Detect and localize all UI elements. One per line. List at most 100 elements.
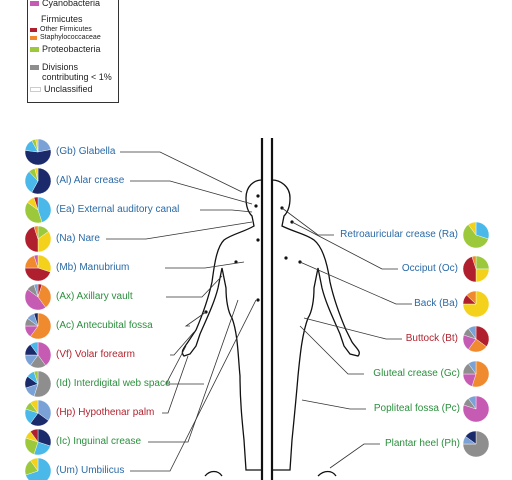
- pie-slice: [24, 202, 43, 224]
- leader-line: [329, 443, 380, 469]
- site-label-left: (Vf) Volar forearm: [56, 349, 135, 360]
- leader-line: [148, 299, 239, 443]
- proteobacteria-swatch: [30, 47, 39, 52]
- pie-slice: [475, 221, 490, 240]
- site-label-left: (Id) Interdigital web space: [56, 378, 171, 389]
- pie-slice: [30, 399, 39, 414]
- site-label-right: Gluteal crease (Gc): [373, 368, 460, 379]
- pie-slice: [34, 167, 39, 182]
- other-firmicutes-swatch: [30, 27, 37, 32]
- legend-label: Divisions contributing < 1%: [42, 62, 112, 82]
- pie-slice: [37, 231, 52, 253]
- legend-divisions: Divisions contributing < 1%: [30, 62, 112, 82]
- pie-slice: [37, 341, 52, 366]
- front-body-outline: [181, 179, 263, 471]
- foot-left: [204, 470, 223, 477]
- leader-line: [281, 207, 334, 236]
- site-label-right: Plantar heel (Ph): [384, 438, 460, 449]
- site-label-left: (Ac) Antecubital fossa: [56, 320, 153, 331]
- pie-slice: [24, 149, 52, 166]
- divisions-line1: Divisions: [42, 62, 79, 72]
- cyanobacteria-swatch: [30, 1, 39, 6]
- leader-line: [200, 209, 253, 213]
- legend-proteobacteria: Proteobacteria: [30, 44, 101, 54]
- pie-slice: [31, 167, 52, 195]
- pie-slice: [468, 360, 477, 375]
- site-label-left: (Ic) Inguinal crease: [56, 436, 142, 447]
- leader-line: [299, 261, 412, 305]
- legend-unclassified: Unclassified: [30, 84, 93, 94]
- pie-slice: [475, 268, 490, 283]
- pie-slice: [33, 196, 39, 211]
- pie-slice: [24, 226, 39, 253]
- site-label-right: Popliteal fossa (Pc): [373, 403, 460, 414]
- site-label-right: Buttock (Bt): [405, 333, 458, 344]
- pie-slice: [471, 255, 477, 270]
- pie-slice: [37, 254, 52, 273]
- pie-slice: [35, 138, 39, 153]
- site-label-left: (Ax) Axillary vault: [56, 291, 133, 302]
- leader-line: [170, 331, 195, 356]
- pie-slice: [30, 341, 39, 356]
- leader-line: [184, 311, 207, 327]
- pie-slice: [30, 457, 39, 472]
- pie-slice: [33, 370, 52, 398]
- pie-slice: [462, 256, 477, 283]
- site-label-right: Retroauricular crease (Ra): [340, 229, 458, 240]
- leader-line: [165, 261, 245, 269]
- pie-slice: [475, 255, 490, 270]
- pie-slice: [465, 430, 477, 445]
- pie-slice: [30, 428, 39, 443]
- site-label-left: (Gb) Glabella: [56, 146, 116, 157]
- pie-slice: [37, 428, 52, 447]
- pie-slice: [24, 171, 39, 193]
- pie-slice: [468, 395, 477, 410]
- legend-label: Staphylococcaceae: [40, 34, 101, 41]
- leader-line: [291, 221, 398, 270]
- site-label-left: (Hp) Hypothenar palm: [56, 407, 155, 418]
- pie-slice: [468, 325, 477, 340]
- foot-right: [317, 470, 337, 477]
- site-label-left: (Um) Umbilicus: [56, 465, 125, 476]
- leader-line: [130, 180, 253, 205]
- pie-slice: [37, 196, 52, 223]
- pie-slice: [468, 221, 477, 236]
- legend-cyanobacteria: Cyanobacteria: [30, 0, 100, 8]
- site-label-left: (Ea) External auditory canal: [56, 204, 180, 215]
- leader-line: [130, 299, 257, 472]
- pie-slice: [33, 370, 39, 385]
- leader-line: [165, 345, 204, 385]
- site-dot: [284, 256, 288, 260]
- pie-slice: [33, 225, 39, 240]
- pies-right: [462, 221, 490, 458]
- pie-slice: [37, 399, 52, 421]
- pie-slice: [462, 224, 489, 249]
- site-dot: [254, 204, 258, 208]
- site-dot: [256, 238, 260, 242]
- pie-slice: [33, 254, 39, 269]
- site-label-left: (Al) Alar crease: [56, 175, 125, 186]
- pie-slice: [466, 290, 477, 305]
- legend-staphylococcaceae: Staphylococcaceae: [30, 34, 101, 41]
- staphylococcaceae-swatch: [30, 35, 37, 40]
- leader-line: [166, 275, 223, 298]
- pie-slice: [30, 312, 52, 340]
- leader-line: [299, 325, 364, 375]
- site-label-left: (Mb) Manubrium: [56, 262, 130, 273]
- leader-line: [106, 221, 253, 240]
- site-dot: [256, 298, 260, 302]
- site-dot: [256, 194, 260, 198]
- pie-slice: [24, 289, 46, 311]
- legend-label: Other Firmicutes: [40, 26, 92, 33]
- pie-slice: [471, 360, 490, 388]
- divisions-swatch: [30, 65, 39, 70]
- back-body-outline: [271, 179, 360, 471]
- pie-slice: [24, 267, 51, 282]
- site-label-right: Back (Ba): [414, 298, 458, 309]
- leader-line: [303, 317, 402, 340]
- leader-line: [301, 399, 366, 410]
- site-label-right: Occiput (Oc): [401, 263, 458, 274]
- legend: Cyanobacteria Firmicutes Other Firmicute…: [27, 0, 119, 103]
